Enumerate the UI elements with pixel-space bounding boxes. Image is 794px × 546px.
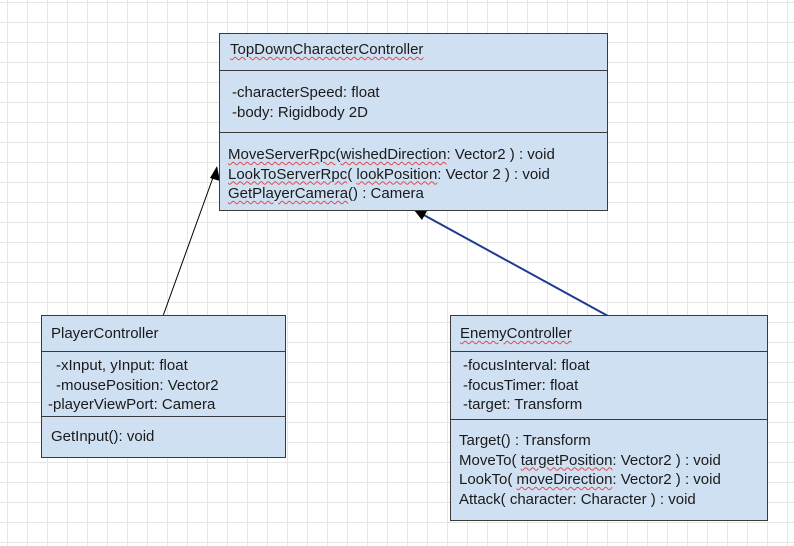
attribute: -body: Rigidbody 2D bbox=[232, 103, 368, 121]
methods-section: MoveServerRpc(wishedDirection: Vector2 )… bbox=[220, 132, 607, 204]
enemy-inherits-edge[interactable] bbox=[421, 213, 609, 317]
attribute: -playerViewPort: Camera bbox=[48, 396, 216, 413]
class-name-text: TopDownCharacterController bbox=[230, 41, 424, 58]
method: GetInput(): void bbox=[51, 428, 155, 445]
method: LookToServerRpc( lookPosition: Vector 2 … bbox=[228, 165, 550, 183]
player-inherits-edge[interactable] bbox=[162, 171, 216, 317]
class-name-text: EnemyController bbox=[460, 325, 572, 342]
method: LookTo( moveDirection: Vector2 ) : void bbox=[459, 471, 721, 488]
class-name-section: TopDownCharacterController bbox=[220, 34, 607, 70]
method: MoveServerRpc(wishedDirection: Vector2 )… bbox=[228, 146, 555, 163]
attribute: -characterSpeed: float bbox=[232, 84, 380, 101]
class-name: TopDownCharacterController bbox=[230, 41, 607, 59]
methods-section: Target() : Transform MoveTo( targetPosit… bbox=[451, 419, 767, 509]
class-name-section: PlayerController bbox=[42, 316, 285, 351]
attributes-section: -characterSpeed: float -body: Rigidbody … bbox=[220, 70, 607, 132]
class-name: PlayerController bbox=[51, 325, 285, 343]
method: Target() : Transform bbox=[459, 432, 591, 449]
attribute: -xInput, yInput: float bbox=[56, 357, 188, 374]
class-name-text: PlayerController bbox=[51, 325, 159, 342]
method: GetPlayerCamera() : Camera bbox=[228, 185, 424, 202]
attribute: -mousePosition: Vector2 bbox=[56, 376, 219, 394]
enemy-edge-arrowhead bbox=[414, 210, 427, 220]
class-playercontroller[interactable]: PlayerController -xInput, yInput: float … bbox=[41, 315, 286, 458]
method: Attack( character: Character ) : void bbox=[459, 490, 696, 508]
methods-section: GetInput(): void bbox=[42, 416, 285, 447]
player-edge-arrowhead bbox=[210, 166, 220, 181]
attributes-section: -xInput, yInput: float -mousePosition: V… bbox=[42, 351, 285, 416]
method: MoveTo( targetPosition: Vector2 ) : void bbox=[459, 451, 721, 469]
attribute: -focusTimer: float bbox=[463, 376, 579, 394]
class-enemycontroller[interactable]: EnemyController -focusInterval: float -f… bbox=[450, 315, 768, 521]
attribute: -target: Transform bbox=[463, 396, 583, 413]
class-name-section: EnemyController bbox=[451, 316, 767, 351]
class-name: EnemyController bbox=[460, 325, 767, 343]
attribute: -focusInterval: float bbox=[463, 357, 590, 374]
attributes-section: -focusInterval: float -focusTimer: float… bbox=[451, 351, 767, 419]
class-topdowncharactercontroller[interactable]: TopDownCharacterController -characterSpe… bbox=[219, 33, 608, 211]
